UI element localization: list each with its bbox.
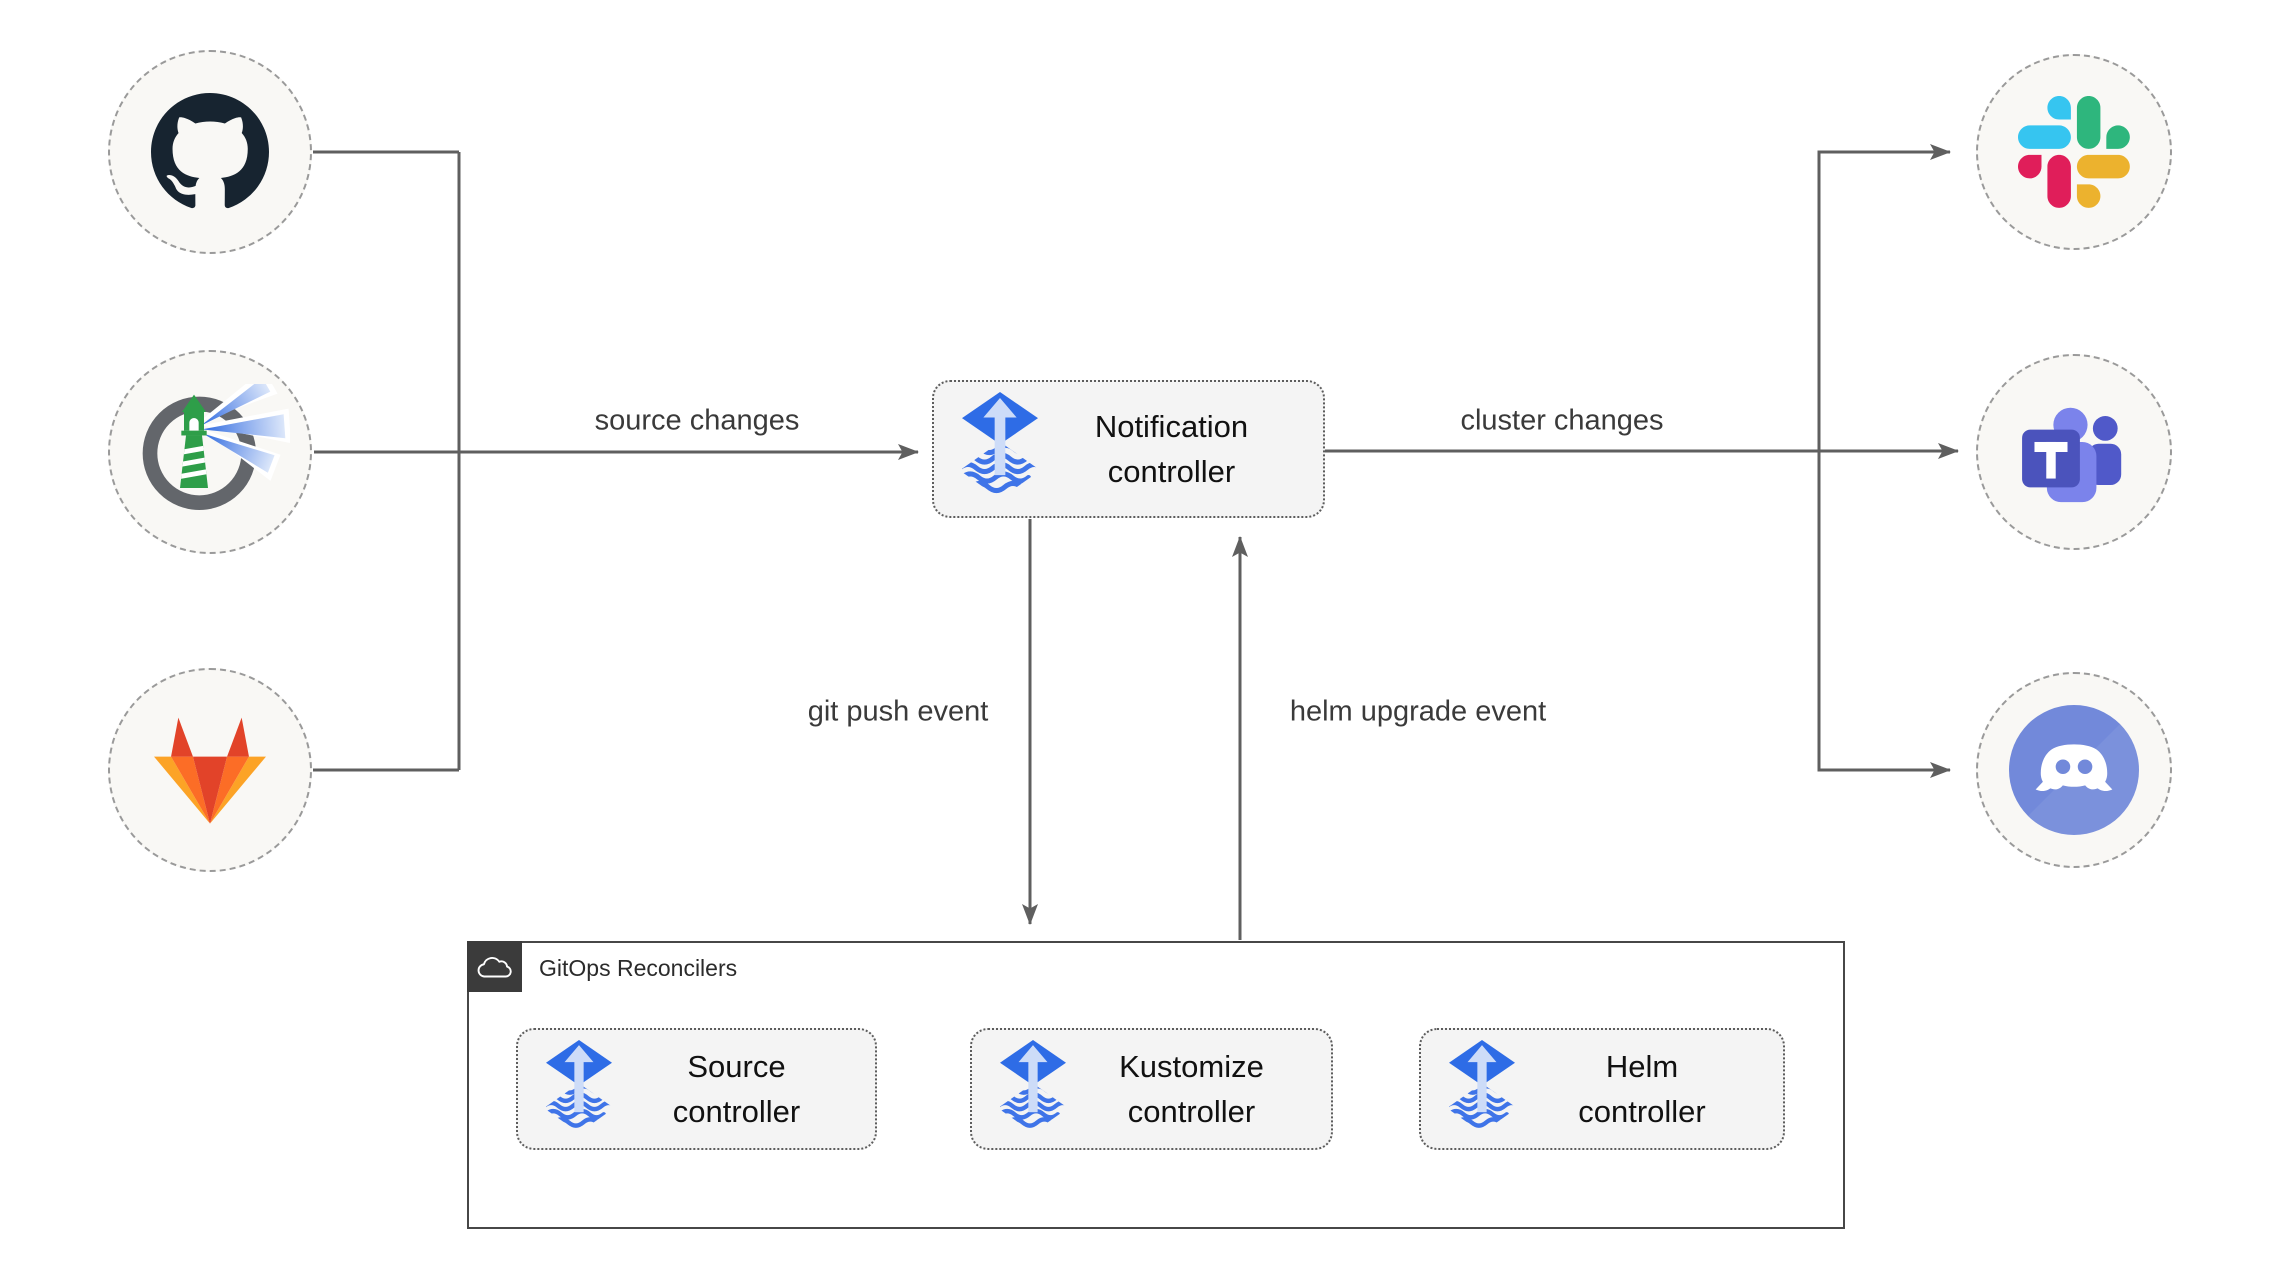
edge-cluster-changes-slack	[1817, 144, 1951, 451]
teams-icon	[2022, 407, 2122, 503]
node-helm-controller: Helm controller	[1419, 1028, 1785, 1150]
gitops-group-tab	[467, 941, 522, 992]
slack-icon	[2018, 96, 2130, 208]
github-icon	[151, 93, 269, 209]
node-github	[108, 50, 312, 254]
node-discord	[1976, 672, 2172, 868]
node-harbor	[108, 350, 312, 554]
gitops-group-title: GitOps Reconcilers	[539, 955, 738, 981]
flux-icon	[962, 392, 1038, 506]
harbor-icon	[142, 384, 290, 510]
node-slack	[1976, 54, 2172, 250]
node-kustomize-controller: Kustomize controller	[970, 1028, 1333, 1150]
flux-icon	[1000, 1040, 1066, 1139]
edge-label-cluster-changes: cluster changes	[1460, 404, 1664, 437]
node-notification-controller: Notification controller	[932, 380, 1325, 518]
cloud-icon	[477, 956, 512, 977]
flux-icon	[546, 1040, 612, 1139]
edge-sources-bracket	[313, 150, 461, 772]
flux-icon	[1449, 1040, 1515, 1139]
node-gitlab	[108, 668, 312, 872]
source-controller-label: Source controller	[672, 1049, 801, 1129]
discord-icon	[2009, 705, 2139, 835]
edge-label-helm-upgrade-event: helm upgrade event	[1289, 695, 1547, 728]
node-source-controller: Source controller	[516, 1028, 877, 1150]
kustomize-controller-label: Kustomize controller	[1119, 1049, 1264, 1129]
edge-cluster-changes-discord	[1817, 451, 1951, 778]
node-microsoft-teams	[1976, 354, 2172, 550]
edge-label-git-push-event: git push event	[807, 695, 989, 728]
notification-controller-label: Notification controller	[1094, 409, 1249, 489]
edge-label-source-changes: source changes	[594, 404, 800, 437]
gitlab-icon	[154, 717, 266, 824]
helm-controller-label: Helm controller	[1578, 1049, 1706, 1129]
